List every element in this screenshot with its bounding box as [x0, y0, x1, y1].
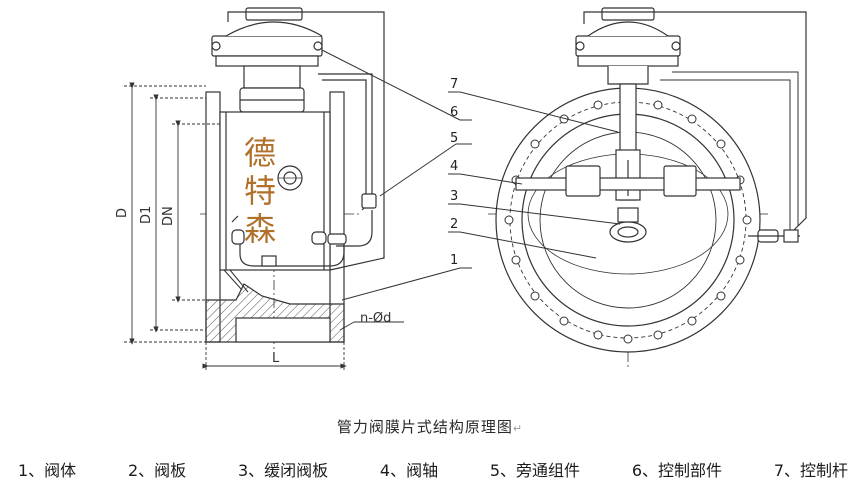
callout-2: 2	[450, 217, 458, 232]
legend-item-2: 2、阀板	[127, 461, 187, 480]
legend-item-1: 1、阀体	[18, 461, 77, 480]
callout-5: 5	[450, 131, 458, 146]
side-actuator	[211, 7, 323, 113]
valve-drawing: D D1 DN L n-Ød	[115, 7, 807, 372]
watermark-char-2: 特	[243, 172, 276, 210]
legend-item-3: 3、缓闭阀板	[237, 461, 329, 480]
callout-4: 4	[450, 159, 458, 174]
callout-leaders	[321, 49, 621, 301]
front-shaft	[515, 83, 741, 243]
callout-6: 6	[450, 105, 458, 120]
side-dimensions	[124, 82, 404, 372]
legend-item-7: 7、控制杆	[773, 461, 848, 480]
legend-item-4: 4、阀轴	[379, 461, 439, 480]
callout-3: 3	[450, 189, 458, 204]
dimension-holes-label: n-Ød	[360, 311, 391, 326]
side-bypass-piping	[231, 73, 377, 267]
side-base	[205, 269, 345, 343]
parts-legend: 1、阀体 2、阀板 3、缓闭阀板 4、阀轴 5、旁通组件 6、控制部件 7、控制…	[18, 457, 848, 481]
dimension-dn-label: DN	[161, 206, 176, 226]
watermark-char-1: 德	[243, 134, 276, 172]
dimension-d1-label: D1	[139, 206, 154, 224]
front-outer-pipe	[583, 11, 807, 233]
dimension-d-label: D	[115, 208, 130, 218]
watermark-char-3: 森	[243, 210, 276, 248]
callout-1: 1	[450, 253, 458, 268]
legend-item-6: 6、控制部件	[631, 461, 723, 480]
front-actuator	[575, 7, 681, 85]
legend-item-5: 5、旁通组件	[489, 461, 581, 480]
side-outer-pipe	[227, 11, 385, 271]
side-view	[124, 7, 404, 372]
front-view	[488, 7, 807, 370]
caption-title-text: 管力阀膜片式结构原理图	[336, 418, 513, 436]
callout-7: 7	[450, 77, 458, 92]
return-mark: ↵	[512, 422, 524, 435]
dimension-l-label: L	[272, 351, 280, 366]
diagram-caption: 管力阀膜片式结构原理图↵	[0, 416, 860, 437]
